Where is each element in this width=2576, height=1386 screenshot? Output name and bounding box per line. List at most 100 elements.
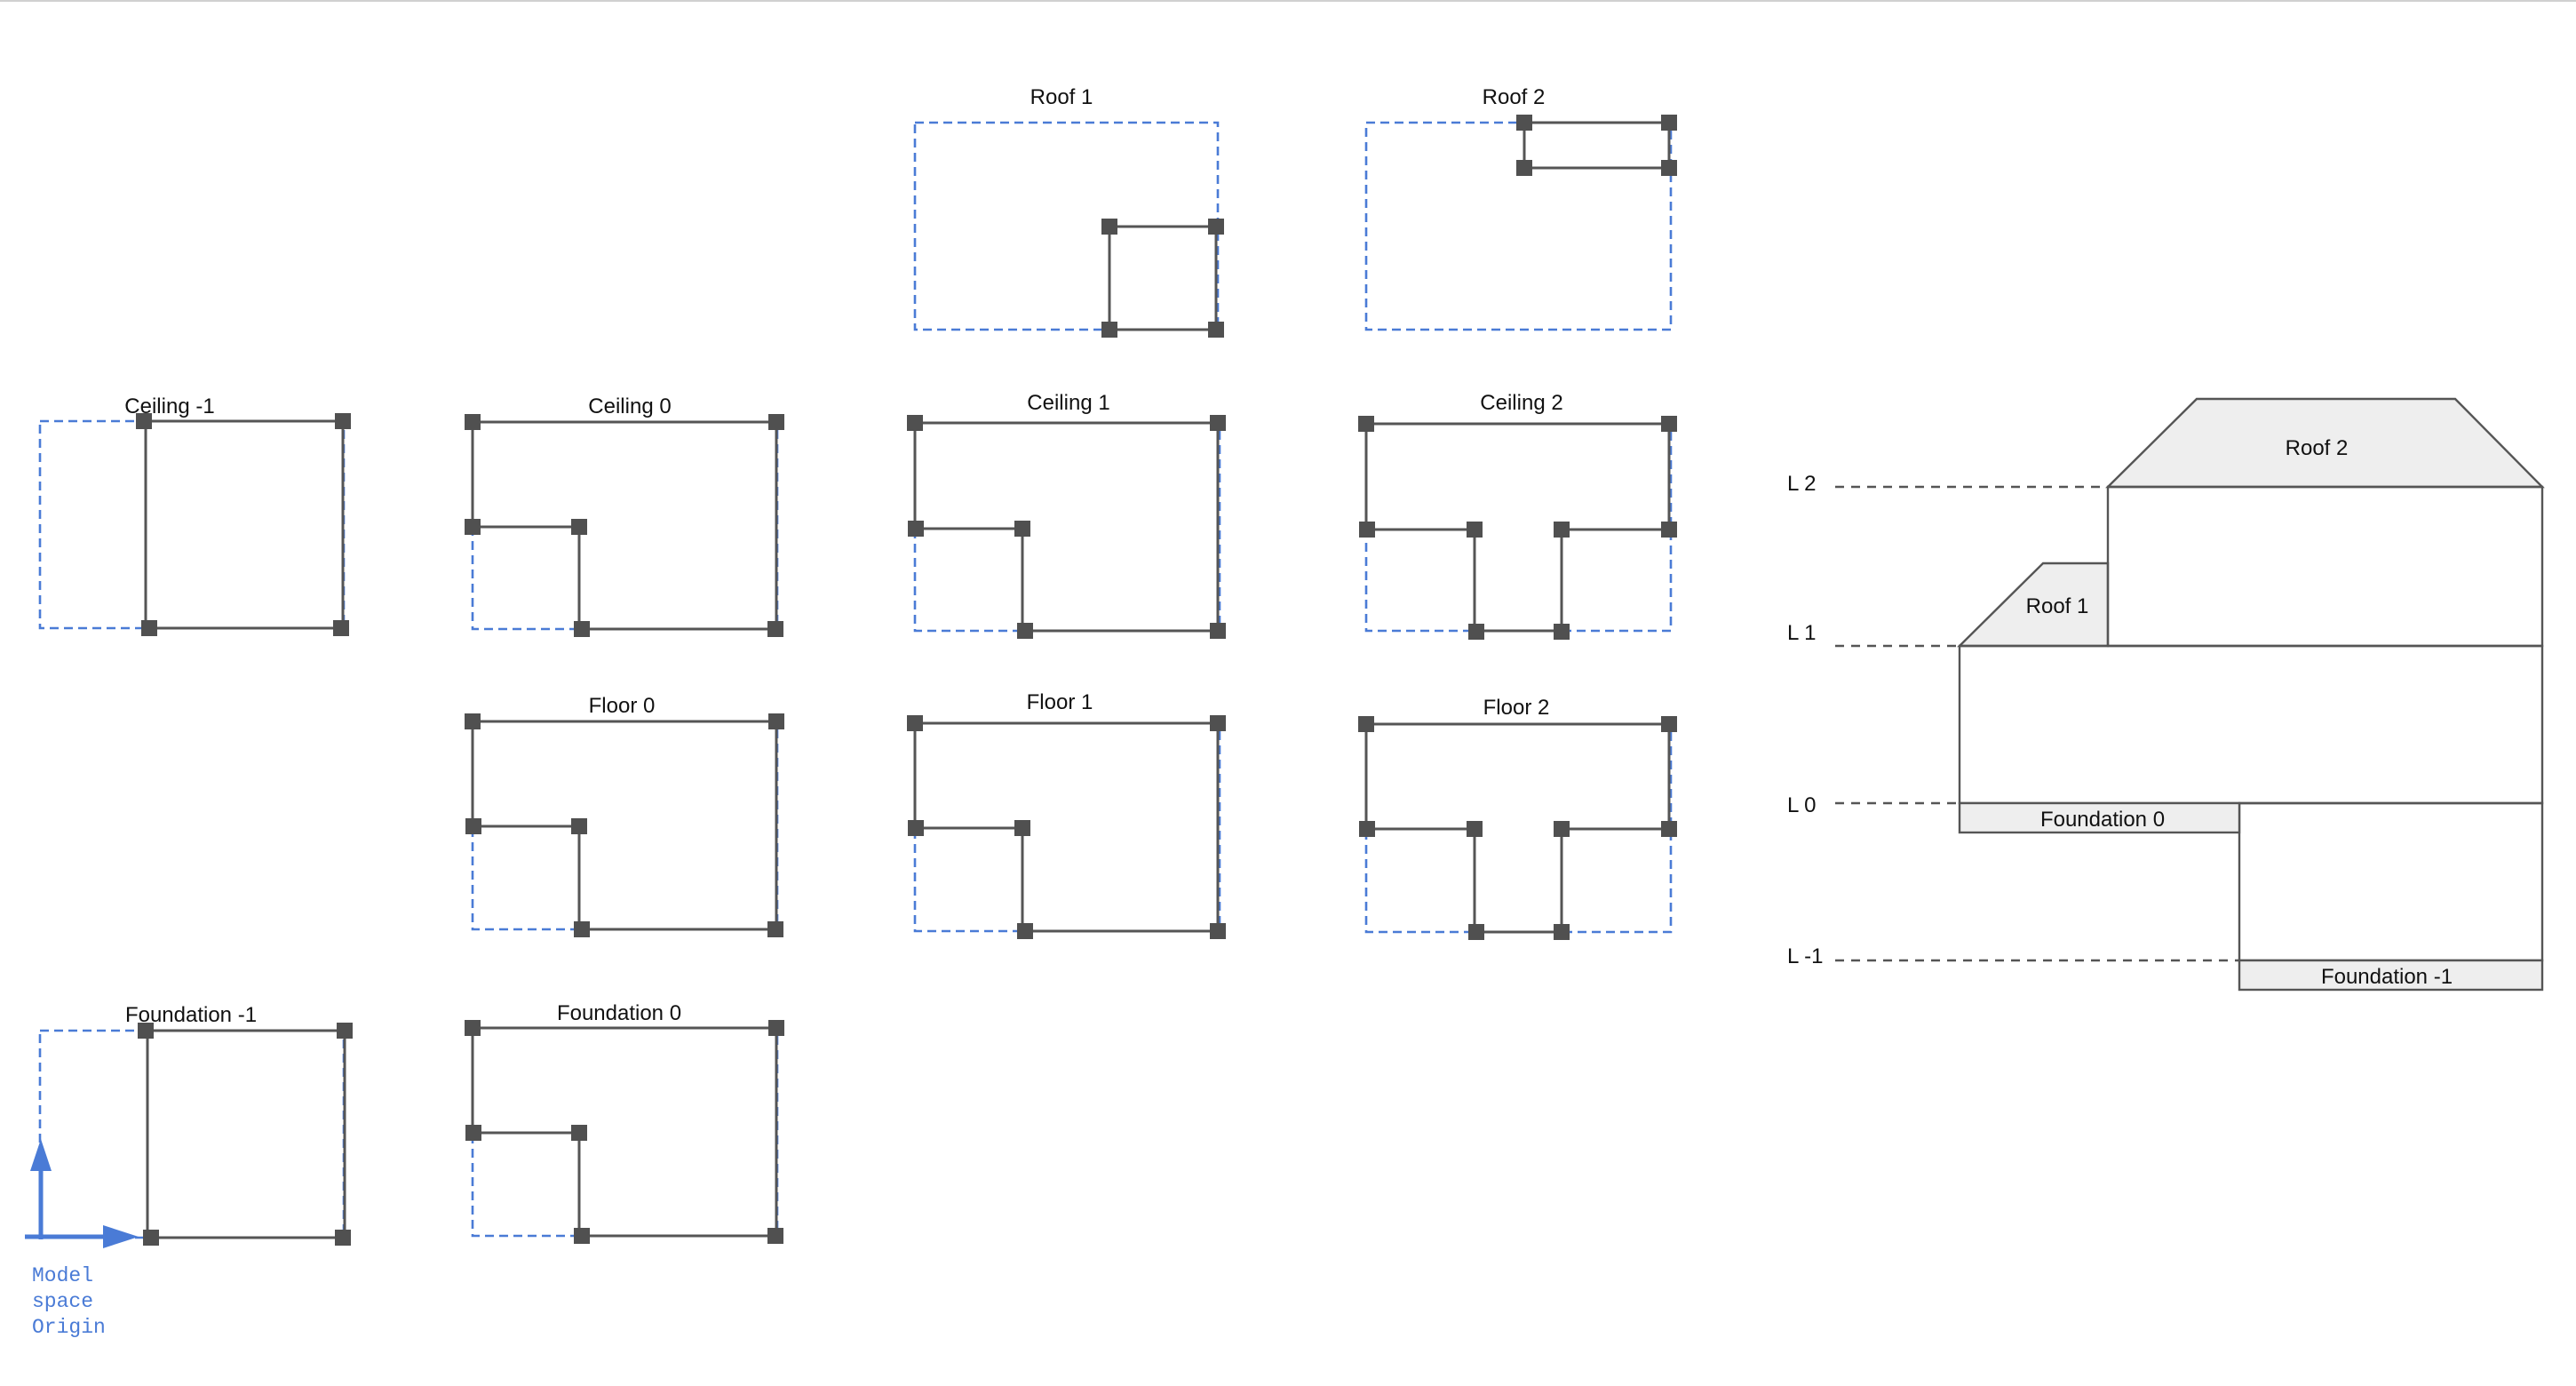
vertex-handle[interactable] bbox=[571, 1125, 587, 1141]
vertex-handle[interactable] bbox=[1554, 924, 1570, 940]
vertex-handle[interactable] bbox=[767, 1228, 783, 1244]
vertex-handle[interactable] bbox=[335, 1230, 351, 1246]
plan-foundation-minus-1: Foundation -1 bbox=[38, 1003, 353, 1246]
wall-outline bbox=[913, 721, 1220, 933]
vertex-handle[interactable] bbox=[908, 521, 924, 537]
plan-ceiling-2: Ceiling 2 bbox=[1358, 391, 1677, 640]
vertex-handle[interactable] bbox=[767, 921, 783, 937]
vertex-handle[interactable] bbox=[574, 921, 590, 937]
wall-outline bbox=[144, 419, 345, 630]
vertex-handle[interactable] bbox=[1210, 715, 1226, 731]
vertex-handle[interactable] bbox=[1468, 624, 1484, 640]
vertex-handle[interactable] bbox=[138, 1023, 154, 1039]
wall-outline bbox=[146, 1029, 346, 1239]
vertex-handle[interactable] bbox=[143, 1230, 159, 1246]
vertex-handle[interactable] bbox=[1358, 716, 1374, 732]
footprint-outline bbox=[1364, 121, 1673, 331]
vertex-handle[interactable] bbox=[1017, 623, 1033, 639]
section-main-block bbox=[1958, 644, 2544, 805]
section-label-foundation-minus-1: Foundation -1 bbox=[2321, 965, 2453, 989]
vertex-handle[interactable] bbox=[1208, 322, 1224, 338]
vertex-handle[interactable] bbox=[1017, 923, 1033, 939]
plan-ceiling-0: Ceiling 0 bbox=[465, 394, 784, 637]
vertex-handles bbox=[465, 1020, 784, 1244]
vertex-handles bbox=[1101, 219, 1224, 338]
vertex-handle[interactable] bbox=[768, 713, 784, 729]
vertex-handle[interactable] bbox=[1661, 522, 1677, 538]
plan-ceiling-minus-1: Ceiling -1 bbox=[38, 394, 351, 636]
vertex-handle[interactable] bbox=[1661, 160, 1677, 176]
vertex-handle[interactable] bbox=[1359, 821, 1375, 837]
vertex-handle[interactable] bbox=[1358, 416, 1374, 432]
vertex-handle[interactable] bbox=[1554, 624, 1570, 640]
vertex-handle[interactable] bbox=[907, 715, 923, 731]
vertex-handle[interactable] bbox=[1661, 716, 1677, 732]
plan-roof-2: Roof 2 bbox=[1364, 85, 1677, 331]
vertex-handle[interactable] bbox=[465, 519, 481, 535]
vertex-handle[interactable] bbox=[337, 1023, 353, 1039]
level-label-lm1: L -1 bbox=[1787, 944, 1823, 968]
vertex-handle[interactable] bbox=[465, 414, 481, 430]
origin-label: Model space Origin bbox=[32, 1264, 106, 1339]
vertex-handle[interactable] bbox=[767, 621, 783, 637]
vertex-handle[interactable] bbox=[1516, 160, 1532, 176]
wall-outline bbox=[1108, 225, 1218, 331]
model-space-origin: Model space Origin bbox=[25, 1139, 139, 1339]
wall-outline bbox=[1364, 422, 1671, 633]
wall-outline bbox=[1523, 121, 1671, 170]
vertex-handle[interactable] bbox=[1467, 821, 1483, 837]
vertex-handle[interactable] bbox=[1661, 115, 1677, 131]
vertex-handle[interactable] bbox=[1661, 821, 1677, 837]
vertex-handle[interactable] bbox=[465, 818, 481, 834]
vertex-handle[interactable] bbox=[571, 818, 587, 834]
vertex-handle[interactable] bbox=[1516, 115, 1532, 131]
vertex-handle[interactable] bbox=[907, 415, 923, 431]
vertex-handle[interactable] bbox=[465, 713, 481, 729]
vertex-handle[interactable] bbox=[1014, 521, 1030, 537]
vertex-handle[interactable] bbox=[1210, 923, 1226, 939]
vertex-handle[interactable] bbox=[1210, 623, 1226, 639]
vertex-handle[interactable] bbox=[1014, 820, 1030, 836]
level-label-l1: L 1 bbox=[1787, 621, 1816, 645]
vertex-handle[interactable] bbox=[1101, 322, 1117, 338]
vertex-handle[interactable] bbox=[574, 621, 590, 637]
vertex-handle[interactable] bbox=[1661, 416, 1677, 432]
vertex-handle[interactable] bbox=[1208, 219, 1224, 235]
wall-outline bbox=[471, 720, 778, 931]
footprint-outline bbox=[38, 1029, 346, 1239]
plan-label-roof-1: Roof 1 bbox=[1030, 85, 1093, 109]
section-foundation-minus-1 bbox=[2238, 959, 2544, 992]
footprint-outline bbox=[913, 421, 1221, 633]
level-label-l0: L 0 bbox=[1787, 793, 1816, 817]
vertex-handle[interactable] bbox=[768, 414, 784, 430]
vertex-handle[interactable] bbox=[768, 1020, 784, 1036]
vertex-handle[interactable] bbox=[141, 620, 157, 636]
vertex-handle[interactable] bbox=[1467, 522, 1483, 538]
vertex-handle[interactable] bbox=[908, 820, 924, 836]
vertex-handle[interactable] bbox=[1101, 219, 1117, 235]
vertex-handle[interactable] bbox=[1554, 522, 1570, 538]
origin-label-line-2: space bbox=[32, 1290, 93, 1313]
vertex-handle[interactable] bbox=[571, 519, 587, 535]
vertex-handle[interactable] bbox=[1210, 415, 1226, 431]
origin-label-line-1: Model bbox=[32, 1264, 93, 1287]
vertex-handles bbox=[907, 415, 1226, 639]
level-label-l2: L 2 bbox=[1787, 472, 1816, 496]
vertex-handles bbox=[907, 715, 1226, 939]
vertex-handle[interactable] bbox=[1554, 821, 1570, 837]
vertex-handle[interactable] bbox=[335, 413, 351, 429]
vertex-handle[interactable] bbox=[465, 1020, 481, 1036]
section-lower-block bbox=[2238, 801, 2544, 962]
plan-label-floor-0: Floor 0 bbox=[589, 694, 656, 718]
vertex-handle[interactable] bbox=[333, 620, 349, 636]
origin-axes-icon bbox=[25, 1139, 139, 1248]
vertex-handle[interactable] bbox=[574, 1228, 590, 1244]
plan-ceiling-1: Ceiling 1 bbox=[907, 391, 1226, 639]
vertex-handles bbox=[1516, 115, 1677, 176]
vertex-handle[interactable] bbox=[136, 413, 152, 429]
vertex-handle[interactable] bbox=[465, 1125, 481, 1141]
vertex-handle[interactable] bbox=[1468, 924, 1484, 940]
wall-outline bbox=[471, 1026, 778, 1238]
vertex-handle[interactable] bbox=[1359, 522, 1375, 538]
